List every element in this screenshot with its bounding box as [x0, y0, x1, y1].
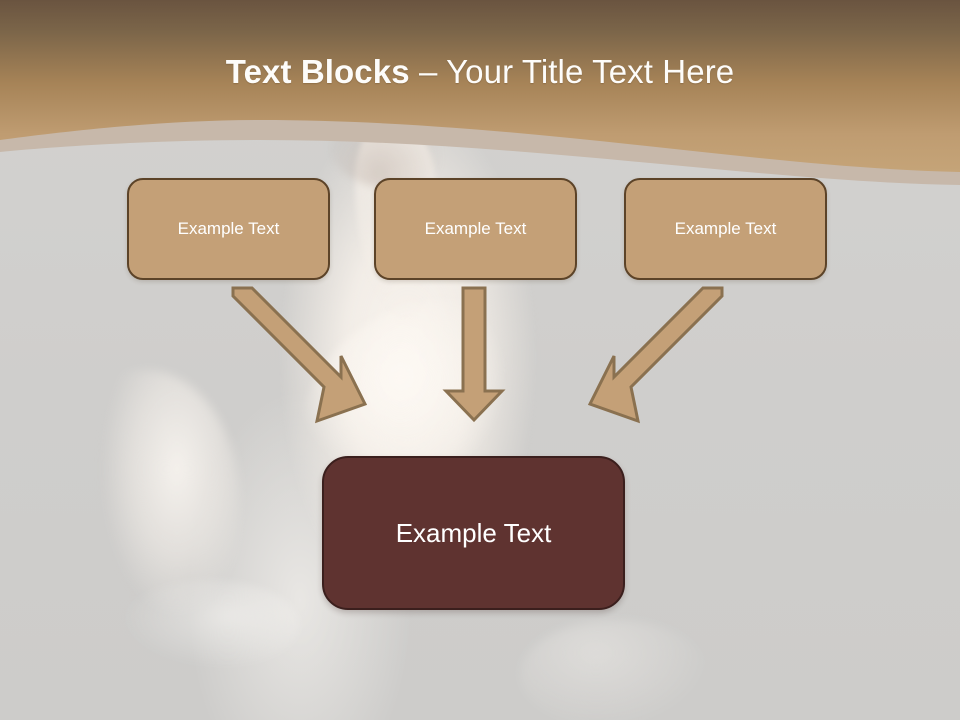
page-title-strong: Text Blocks	[225, 53, 419, 90]
text-block-result-label: Example Text	[395, 517, 552, 548]
text-block-3-label: Example Text	[674, 219, 777, 238]
figure-arm	[30, 370, 240, 700]
text-block-2-label: Example Text	[424, 219, 527, 238]
page-title: Text Blocks – Your Title Text Here	[0, 52, 960, 92]
page-title-separator: –	[418, 53, 447, 90]
text-block-3[interactable]: Example Text	[624, 178, 827, 280]
text-block-2[interactable]: Example Text	[374, 178, 577, 280]
figure-highlight-lower-left	[120, 580, 300, 670]
text-block-result[interactable]: Example Text	[322, 456, 625, 610]
figure-highlight-lower-right	[520, 620, 710, 720]
text-block-1[interactable]: Example Text	[127, 178, 330, 280]
text-block-1-label: Example Text	[177, 219, 280, 238]
page-title-light: Your Title Text Here	[446, 53, 735, 90]
